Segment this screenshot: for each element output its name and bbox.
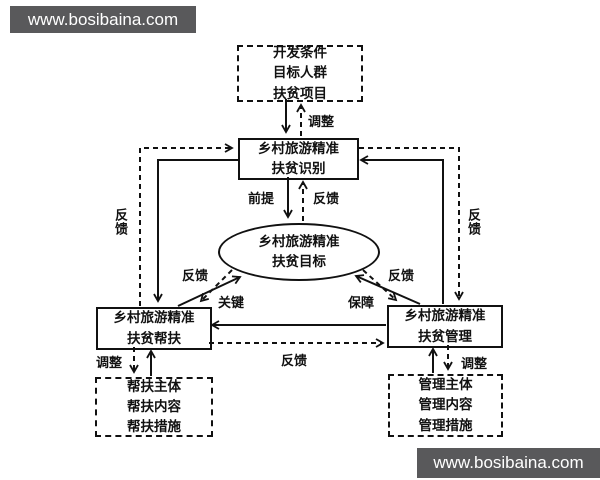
node-line: 乡村旅游精准 xyxy=(404,308,486,325)
label-premise: 前提 xyxy=(248,192,275,207)
node-line: 扶贫项目 xyxy=(273,85,327,102)
label-adjust-top: 调整 xyxy=(308,115,335,130)
node-poverty-management: 乡村旅游精准 扶贫管理 xyxy=(387,305,503,348)
node-poverty-assistance: 乡村旅游精准 扶贫帮扶 xyxy=(96,307,212,350)
watermark-bottom-right: www.bosibaina.com xyxy=(417,448,600,478)
node-development-conditions: 开发条件 目标人群 扶贫项目 xyxy=(237,45,363,102)
node-line: 乡村旅游精准 xyxy=(258,233,340,250)
node-line: 扶贫目标 xyxy=(272,254,326,270)
node-line: 乡村旅游精准 xyxy=(113,310,195,327)
node-poverty-goal: 乡村旅游精准 扶贫目标 xyxy=(218,223,380,281)
node-line: 帮扶主体 xyxy=(127,378,181,395)
label-guarantee: 保障 xyxy=(348,296,375,311)
label-feedback-left: 反馈 xyxy=(112,208,127,236)
label-key: 关键 xyxy=(218,296,245,311)
label-feedback-bottom: 反馈 xyxy=(281,354,308,369)
node-line: 目标人群 xyxy=(273,65,327,82)
node-line: 管理内容 xyxy=(418,397,473,414)
node-line: 扶贫管理 xyxy=(418,328,472,345)
node-line: 乡村旅游精准 xyxy=(258,140,339,157)
node-line: 管理措施 xyxy=(418,417,473,434)
node-line: 帮扶措施 xyxy=(127,419,181,436)
node-poverty-identification: 乡村旅游精准 扶贫识别 xyxy=(238,138,359,180)
node-management-details: 管理主体 管理内容 管理措施 xyxy=(388,374,503,437)
label-adjust-bottom-left: 调整 xyxy=(96,356,123,371)
node-line: 扶贫帮扶 xyxy=(127,330,181,347)
node-line: 帮扶内容 xyxy=(127,398,181,415)
label-feedback-diag-right: 反馈 xyxy=(388,269,415,284)
label-feedback-right: 反馈 xyxy=(465,208,480,236)
node-line: 开发条件 xyxy=(273,45,327,62)
watermark-top-left: www.bosibaina.com xyxy=(10,6,196,33)
label-adjust-bottom-right: 调整 xyxy=(461,357,488,372)
node-assistance-details: 帮扶主体 帮扶内容 帮扶措施 xyxy=(95,377,213,437)
node-line: 扶贫识别 xyxy=(271,161,326,177)
node-line: 管理主体 xyxy=(418,377,473,394)
label-feedback-mid: 反馈 xyxy=(313,192,340,207)
label-feedback-diag-left: 反馈 xyxy=(182,269,209,284)
